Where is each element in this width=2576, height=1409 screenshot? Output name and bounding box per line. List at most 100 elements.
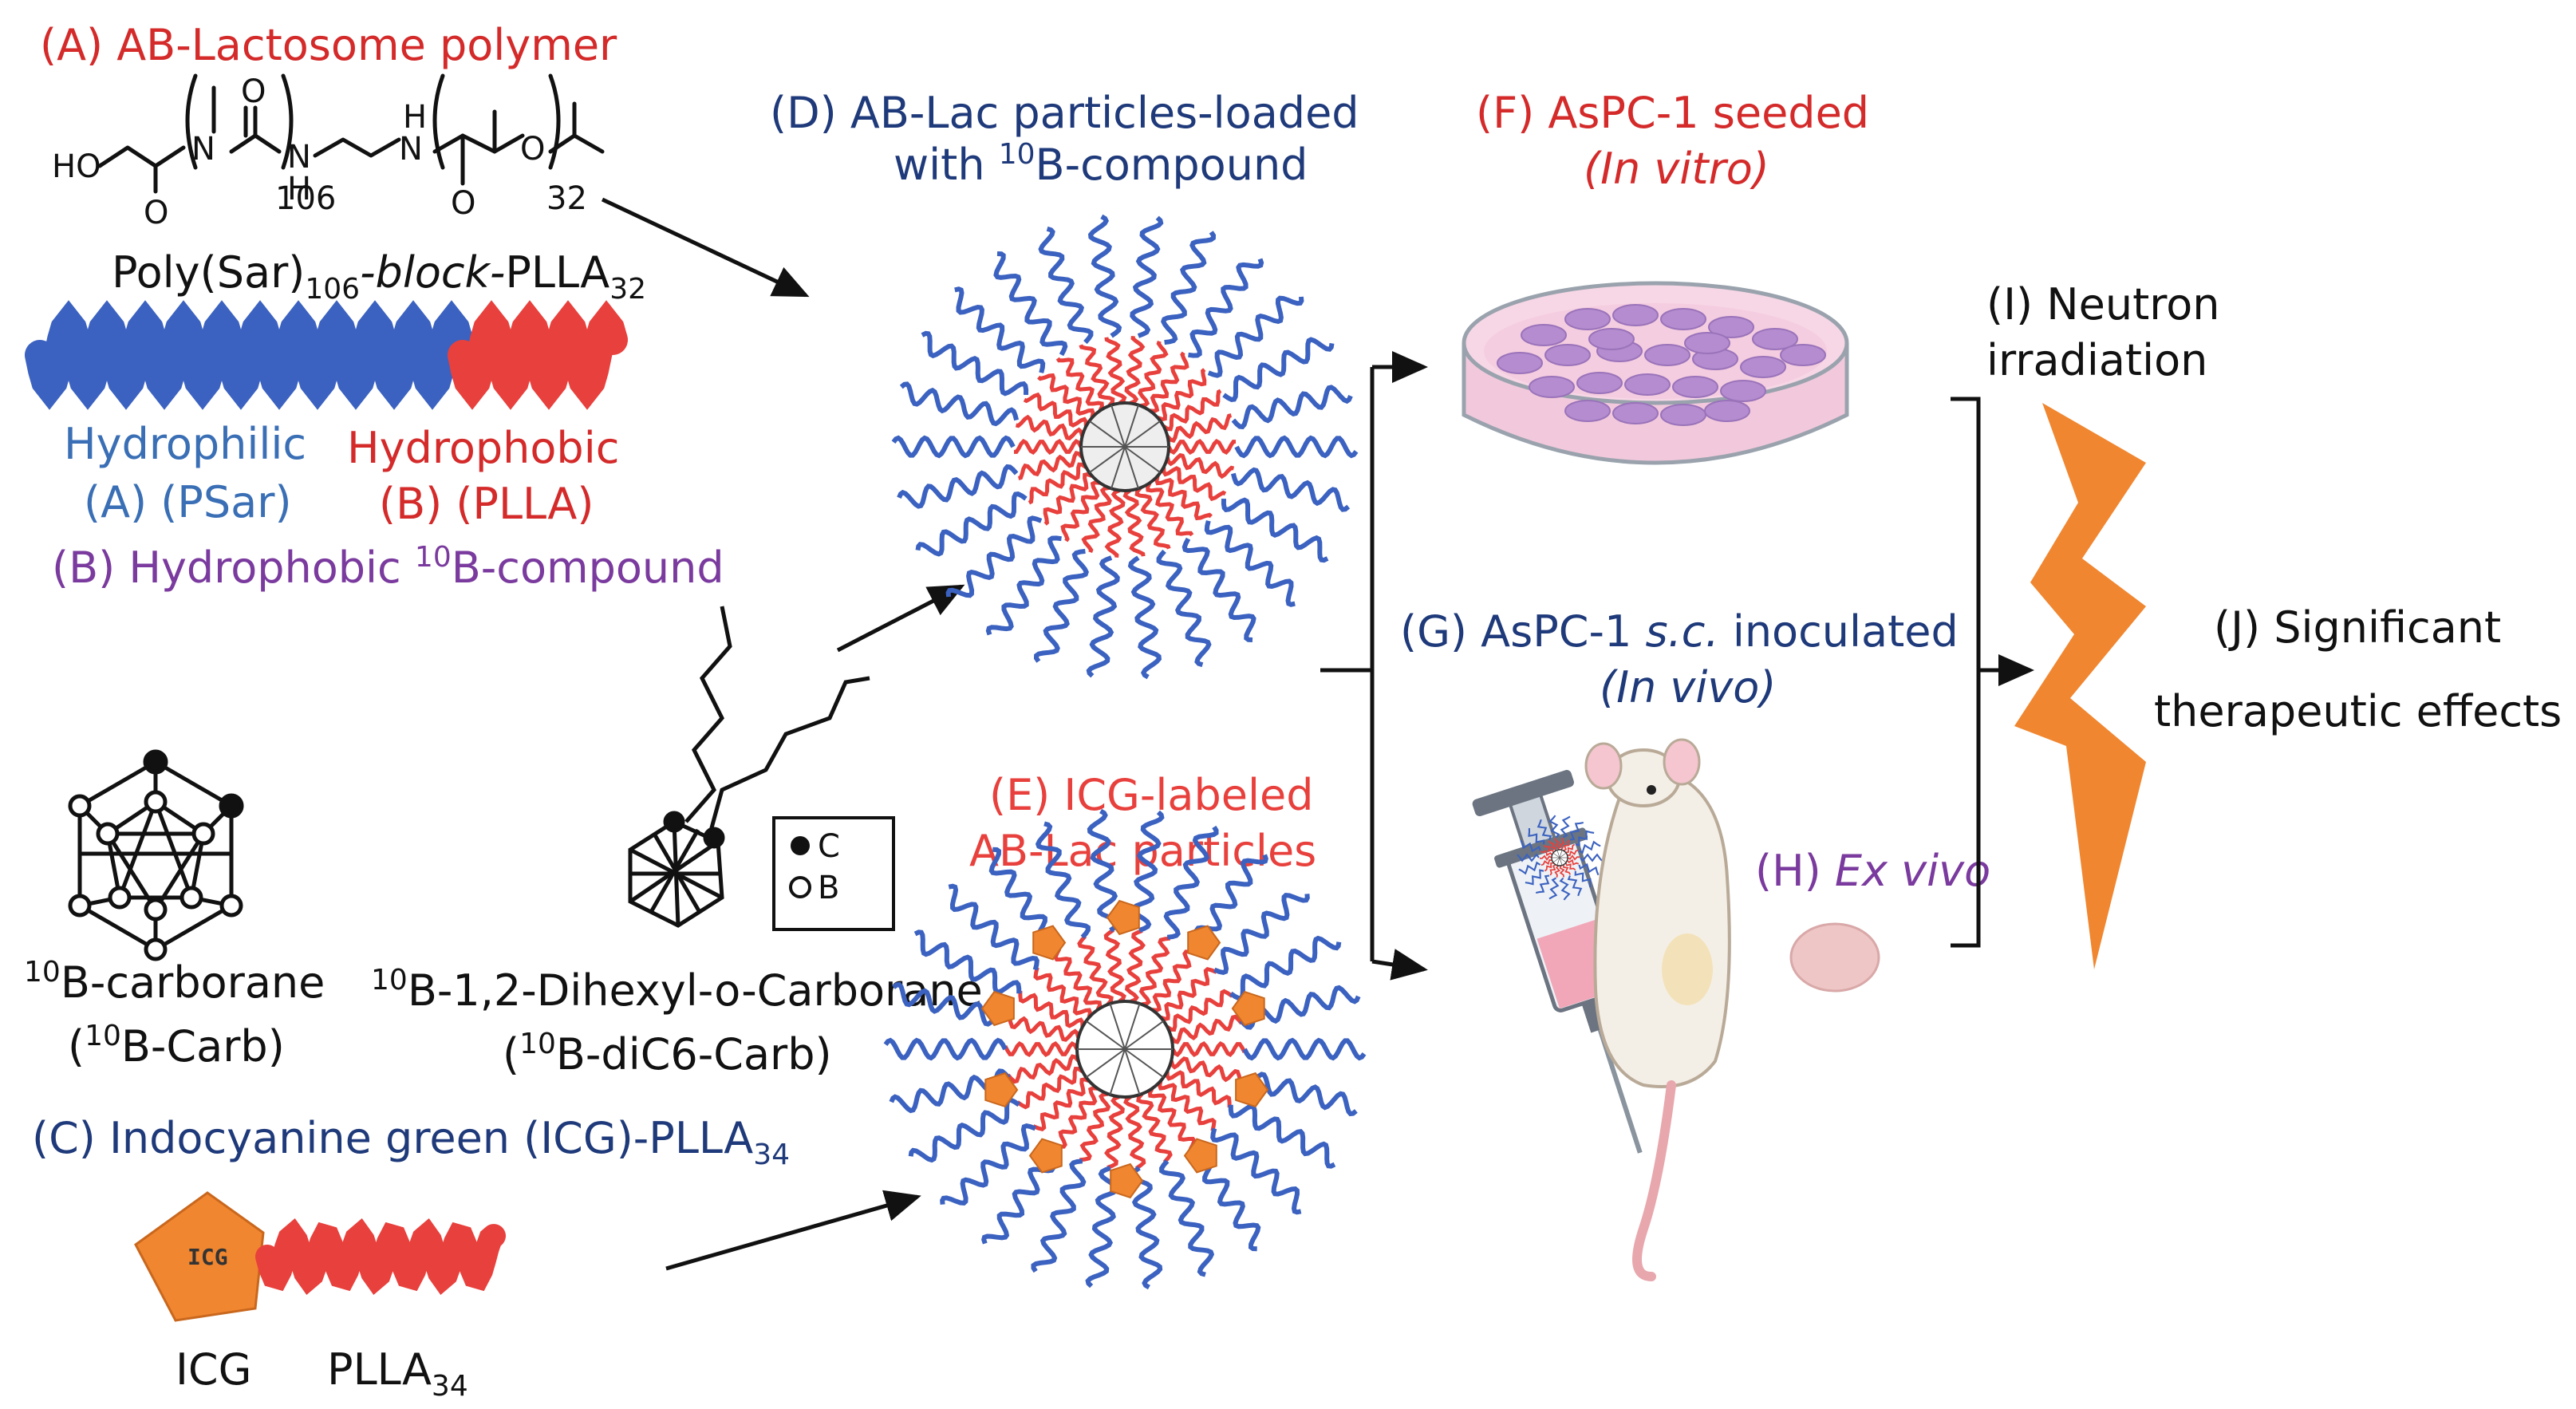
micelle-psar-strand xyxy=(897,464,1019,509)
micelle-plla-strand xyxy=(1559,865,1565,878)
svg-text:N: N xyxy=(399,131,423,168)
panel-g-title-line2: (In vivo) xyxy=(1600,662,1776,712)
micelle-psar-strand xyxy=(1578,840,1601,854)
svg-text:HO: HO xyxy=(52,148,101,185)
svg-text:O: O xyxy=(144,195,168,231)
micelle-plla-strand xyxy=(1079,344,1115,408)
micelle-psar-strand xyxy=(1156,549,1212,668)
core-carborane-bond xyxy=(1552,852,1560,858)
micelle-psar-strand xyxy=(1574,870,1592,888)
core-carborane-bond xyxy=(1559,857,1567,863)
micelle-plla-strand xyxy=(1016,1066,1084,1110)
core-carborane-bond xyxy=(1124,405,1139,448)
icg-dye-icon xyxy=(1110,1162,1144,1199)
micelle-psar-strand xyxy=(1230,467,1351,512)
micelle-psar-strand xyxy=(915,491,1028,557)
svg-text:N: N xyxy=(287,139,311,176)
core-carborane-bond xyxy=(1559,850,1563,858)
arrow-c-to-e xyxy=(665,1190,921,1271)
micelle-plla-strand xyxy=(1166,989,1234,1032)
core-carborane-bond xyxy=(1124,446,1139,489)
micelle-psar-strand xyxy=(948,883,1039,971)
neutron-lightning-icon xyxy=(2014,403,2146,969)
micelle-psar-strand xyxy=(1238,1072,1358,1117)
core-carborane-bond xyxy=(1556,857,1560,866)
icg-label: ICG xyxy=(176,1344,251,1395)
micelle-psar-strand xyxy=(1087,214,1122,338)
micelle-psar-strand xyxy=(1035,821,1091,939)
panel-f-title-line2: (In vitro) xyxy=(1584,144,1769,194)
arrow-a-to-d xyxy=(601,197,810,298)
core-carborane-bond xyxy=(1124,420,1162,448)
core-carborane-bond xyxy=(1085,1048,1126,1079)
micelle-plla-strand xyxy=(1033,967,1092,1018)
mouse-illustration xyxy=(1584,738,1731,1281)
cell xyxy=(1564,308,1611,330)
panel-e-title-line1: (E) ICG-labeled xyxy=(989,770,1313,820)
arrow-b-to-d xyxy=(836,584,965,653)
core-carborane-bond xyxy=(1559,857,1563,866)
micelle-plla-strand xyxy=(1103,928,1126,1004)
dic6-carb-name: 10B-1,2-Dihexyl-o-Carborane xyxy=(371,964,983,1016)
micelle-plla-strand xyxy=(1146,482,1194,537)
polymer-formula: Poly(Sar)106-block-PLLA32 xyxy=(112,247,646,306)
cell xyxy=(1644,344,1690,366)
micelle-psar-strand xyxy=(892,981,1012,1027)
micelle-psar-strand xyxy=(1575,830,1595,847)
svg-text:N: N xyxy=(191,131,215,168)
cell xyxy=(1624,373,1671,396)
panel-j-title-line1: (J) Significant xyxy=(2214,602,2501,653)
micelle-psar-strand xyxy=(1537,819,1552,840)
icg-dye-icon xyxy=(1183,1138,1217,1174)
cell xyxy=(1588,328,1635,350)
panel-j-title-line2: therapeutic effects xyxy=(2154,686,2562,736)
micelle-plla-strand xyxy=(1060,480,1101,543)
petri-dish xyxy=(1462,281,1849,465)
core-carborane-bond xyxy=(1109,1003,1126,1050)
micelle-plla-strand xyxy=(1028,462,1087,505)
svg-text:B: B xyxy=(818,870,839,906)
micelle-psar-strand xyxy=(1559,877,1571,901)
micelle-plla-strand xyxy=(1138,936,1171,1007)
atom-legend: C B xyxy=(772,816,895,931)
dic6-carb-abbr: (10B-diC6-Carb) xyxy=(503,1028,832,1079)
micelle-psar-strand xyxy=(1525,869,1544,886)
micelle-plla-strand xyxy=(1125,929,1146,1004)
cell xyxy=(1704,400,1750,422)
micelle-plla-strand xyxy=(1077,934,1114,1006)
micelle-plla-strand xyxy=(1037,373,1095,419)
micelle-psar-strand xyxy=(1129,1166,1163,1290)
cell xyxy=(1660,308,1706,330)
right-bracket xyxy=(1951,397,2034,948)
micelle-psar-strand xyxy=(1518,861,1541,875)
micelle-plla-strand xyxy=(1003,1041,1079,1057)
micelle-e-icg xyxy=(883,808,1367,1290)
micelle-psar-strand xyxy=(899,381,1020,427)
core-carborane-bond xyxy=(1109,1048,1126,1095)
cell xyxy=(1521,324,1567,346)
micelle-plla-strand xyxy=(1565,843,1576,854)
micelle-psar-strand xyxy=(1188,258,1264,358)
cell xyxy=(1612,304,1659,326)
micelle-psar-strand xyxy=(921,330,1029,397)
panel-b-title: (B) Hydrophobic 10B-compound xyxy=(52,541,724,593)
micelle-psar-strand xyxy=(1204,520,1296,607)
core-carborane-bond xyxy=(1110,405,1126,448)
micelle-plla-strand xyxy=(1124,335,1146,405)
panel-d-title-line2: with 10B-compound xyxy=(894,138,1308,190)
core-carborane-bond xyxy=(1559,852,1567,858)
micelle-psar-strand xyxy=(993,251,1068,357)
micelle-plla-strand xyxy=(1015,414,1085,441)
icg-dye-icon xyxy=(980,990,1015,1027)
micelle-psar-strand xyxy=(1086,555,1120,678)
micelle-psar-strand xyxy=(1548,877,1560,900)
micelle-plla-strand xyxy=(1564,862,1576,871)
micelle-psar-strand xyxy=(1033,548,1089,663)
icg-dye-icon xyxy=(1032,925,1067,961)
hydrophilic-label: Hydrophilic xyxy=(64,419,306,469)
micelle-psar-strand xyxy=(1181,537,1256,642)
svg-text:O: O xyxy=(451,185,475,222)
icg-dye-icon xyxy=(1231,990,1265,1027)
micelle-psar-strand xyxy=(1210,1127,1302,1215)
micelle-psar-strand xyxy=(1228,1103,1336,1169)
